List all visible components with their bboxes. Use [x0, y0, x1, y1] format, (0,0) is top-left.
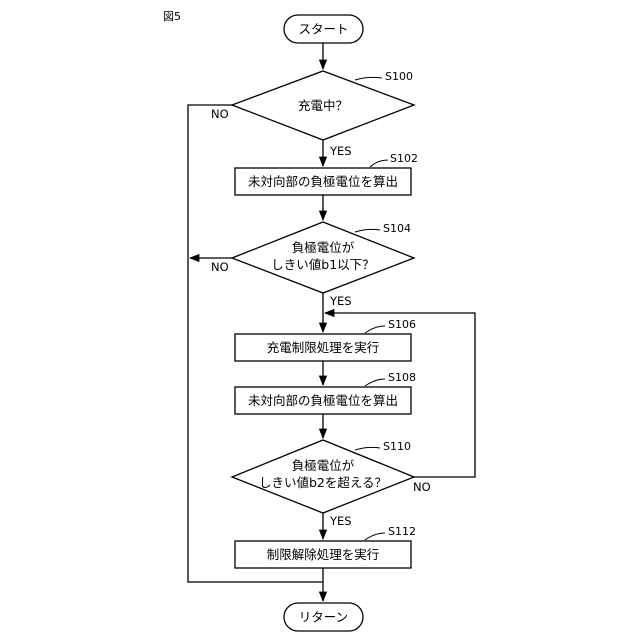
s110-leader	[355, 447, 380, 450]
s108-step-id: S108	[388, 371, 416, 384]
s106-step-id: S106	[388, 318, 416, 331]
s102-leader	[370, 160, 388, 167]
process-s106: 充電制限処理を実行	[235, 334, 411, 361]
s110-text-line2: しきい値b2を超える？	[259, 475, 387, 490]
s100-leader	[355, 77, 382, 80]
s112-step-id: S112	[388, 525, 416, 538]
s102-text: 未対向部の負極電位を算出	[248, 174, 398, 189]
s104-text-line2: しきい値b1以下？	[271, 257, 374, 272]
s106-text: 充電制限処理を実行	[267, 340, 380, 355]
s108-text: 未対向部の負極電位を算出	[248, 393, 398, 408]
s100-no-label: NO	[211, 107, 229, 121]
s112-leader	[365, 533, 385, 540]
s104-text-line1: 負極電位が	[292, 240, 355, 255]
s110-text-line1: 負極電位が	[292, 458, 355, 473]
s112-text: 制限解除処理を実行	[267, 547, 380, 562]
process-s108: 未対向部の負極電位を算出	[235, 387, 411, 414]
s102-step-id: S102	[390, 152, 418, 165]
end-terminal: リターン	[284, 603, 363, 631]
s104-step-id: S104	[383, 222, 411, 235]
s110-no-label: NO	[413, 480, 431, 494]
start-label: スタート	[298, 22, 348, 37]
s110-yes-label: YES	[329, 514, 352, 528]
s100-yes-label: YES	[329, 144, 352, 158]
s106-leader	[365, 326, 385, 333]
s100-step-id: S100	[385, 70, 413, 83]
s100-text: 充電中？	[298, 98, 348, 113]
s110-step-id: S110	[383, 440, 411, 453]
s108-leader	[365, 379, 385, 386]
process-s112: 制限解除処理を実行	[235, 541, 411, 568]
s104-yes-label: YES	[329, 294, 352, 308]
start-terminal: スタート	[284, 15, 363, 43]
s104-leader	[355, 229, 380, 232]
process-s102: 未対向部の負極電位を算出	[235, 168, 411, 195]
s104-no-label: NO	[211, 260, 229, 274]
figure-label: 図5	[163, 10, 181, 23]
end-label: リターン	[299, 610, 348, 625]
